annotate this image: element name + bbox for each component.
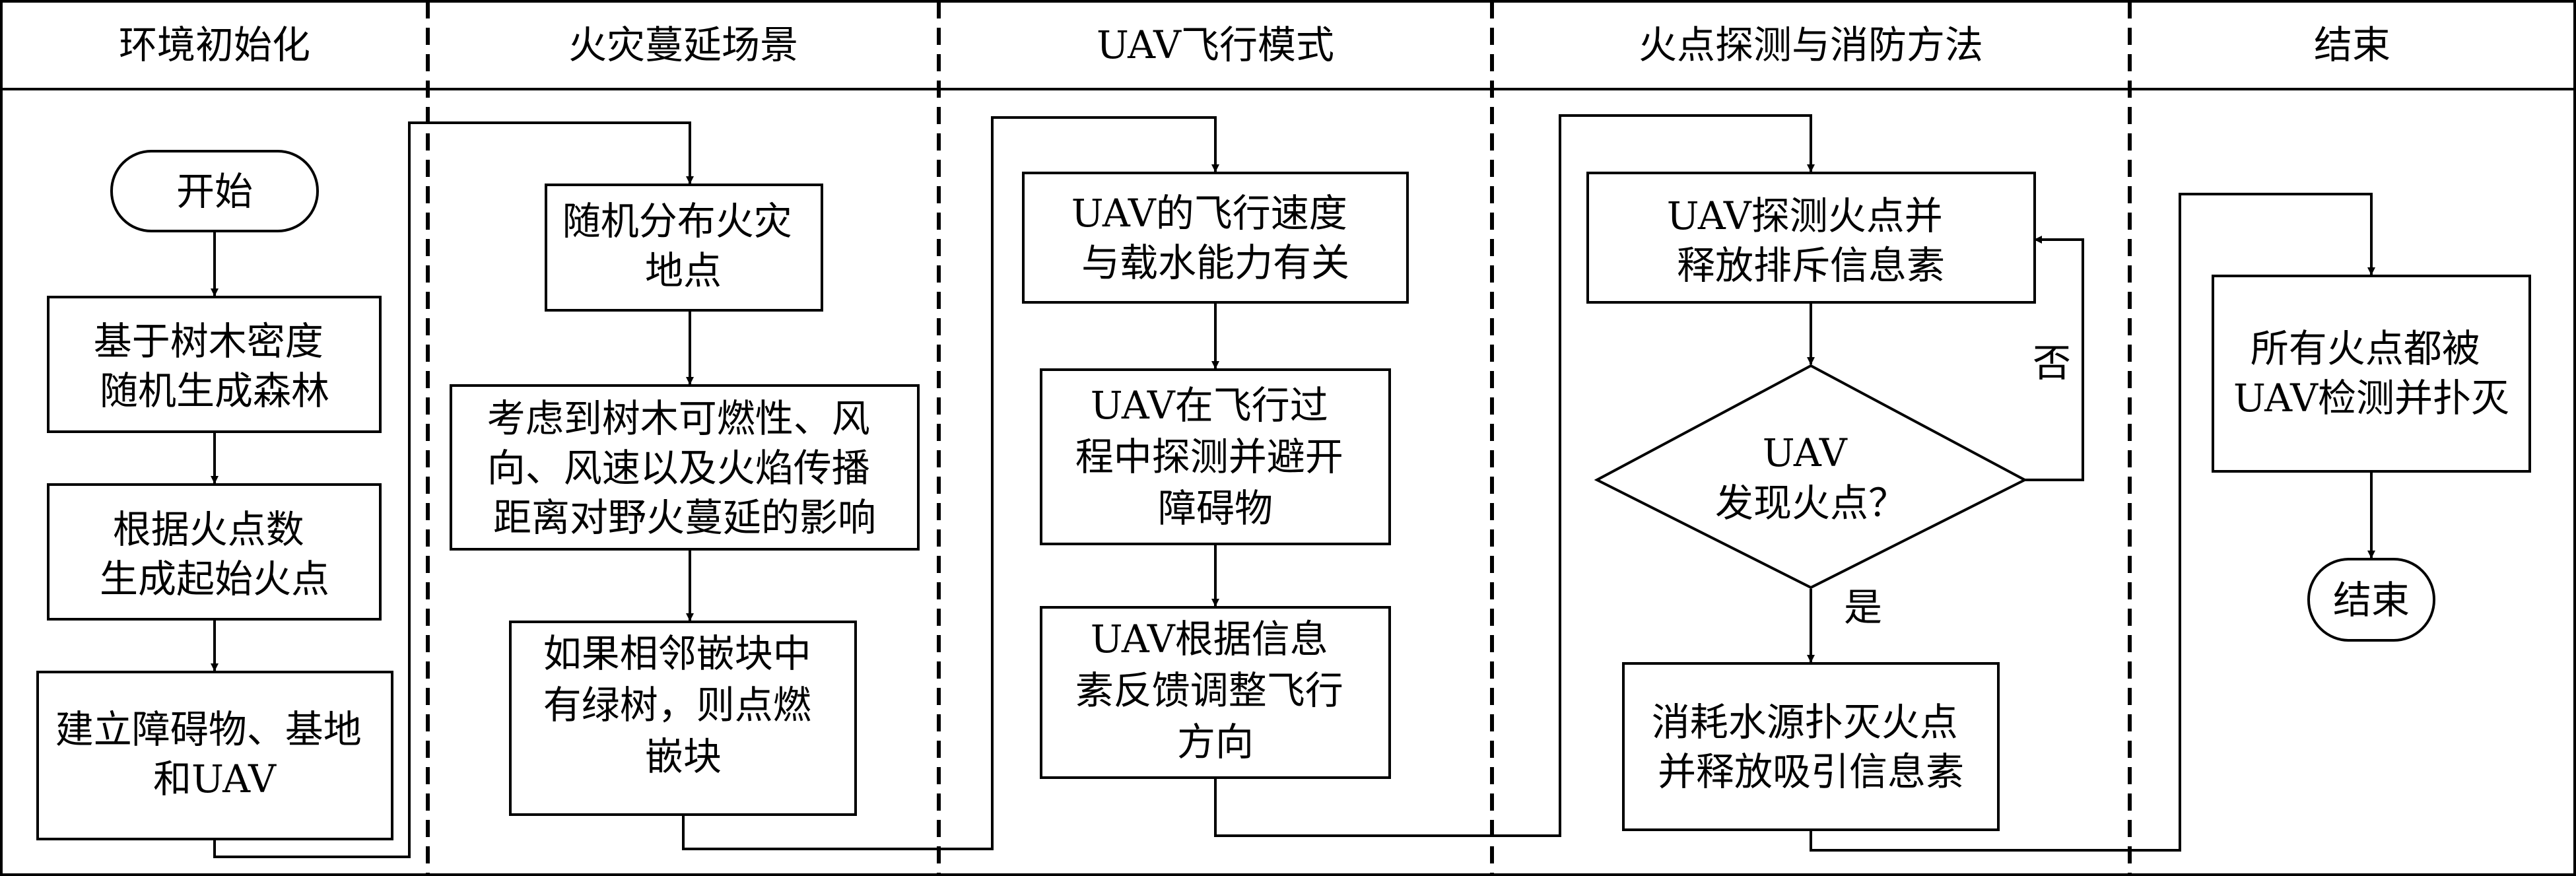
edge-label-yes: 是 [1844, 585, 1882, 630]
edge-found-fire-to-detect-repel-no [2025, 236, 2084, 481]
node-ignite-rule-line: 如果相邻嵌块中 [543, 631, 811, 676]
svg-text:消耗水源扑灭火点 并释放吸引信息素: 消耗水源扑灭火点 并释放吸引信息素 [1652, 700, 1970, 794]
svg-text:UAV 发现火点？: UAV 发现火点？ [1715, 430, 1907, 525]
process-box [36, 671, 393, 840]
node-speed-capacity: UAV的飞行速度 与载水能力有关 [1022, 172, 1409, 304]
node-ignite-rule-line: 嵌块 [645, 734, 722, 779]
node-spread-factors-line: 向、风速以及火焰传播 [487, 446, 870, 490]
lane-title-uav: UAV飞行模式 [1097, 22, 1334, 67]
edge-label-no: 否 [2033, 341, 2071, 386]
node-detect-repel-line: 释放排斥信息素 [1677, 243, 1945, 288]
node-spread-factors-line: 距离对野火蔓延的影响 [493, 495, 876, 540]
process-box [2212, 275, 2531, 473]
svg-text:建立障碍物、基地 和UAV: 建立障碍物、基地 和UAV [55, 707, 374, 801]
node-found-fire-line: 发现火点？ [1715, 481, 1907, 525]
node-gen-forest-line: 基于树木密度 [94, 319, 323, 364]
process-box [1040, 368, 1391, 545]
node-start-line: 开始 [176, 169, 253, 214]
node-start: 开始 [110, 150, 319, 232]
process-box [1622, 662, 2000, 831]
node-adjust-direction: UAV根据信息 素反馈调整飞行 方向 [1040, 606, 1391, 779]
process-box [1022, 172, 1409, 304]
svg-text:如果相邻嵌块中 有绿树，则点燃 嵌块: 如果相邻嵌块中 有绿树，则点燃 嵌块 [543, 631, 823, 779]
node-spread-factors: 考虑到树木可燃性、风 向、风速以及火焰传播 距离对野火蔓延的影响 [450, 384, 920, 551]
end-terminal-shape [2307, 558, 2435, 642]
edge-build-obstacles-to-random-fire [213, 121, 694, 858]
node-gen-ignition-line: 生成起始火点 [100, 556, 329, 601]
node-adjust-direction-line: 方向 [1177, 720, 1254, 764]
svg-text:根据火点数 生成起始火点: 根据火点数 生成起始火点 [100, 507, 329, 601]
process-box [545, 184, 823, 312]
node-build-obstacles-line: 建立障碍物、基地 [55, 707, 362, 752]
node-end-line: 结束 [2333, 578, 2410, 623]
edge-adjust-direction-to-detect-repel [1214, 114, 1815, 837]
node-detect-repel: UAV探测火点并 释放排斥信息素 [1586, 172, 2036, 304]
svg-text:开始: 开始 [176, 169, 253, 214]
node-speed-capacity-line: 与载水能力有关 [1081, 240, 1349, 285]
edges [211, 114, 2375, 858]
node-speed-capacity-line: UAV的飞行速度 [1071, 191, 1347, 236]
process-box [47, 296, 382, 433]
process-box [509, 621, 857, 816]
node-avoid-obstacles-line: 程中探测并避开 [1075, 434, 1343, 479]
node-build-obstacles: 建立障碍物、基地 和UAV [36, 671, 393, 840]
node-detect-repel-line: UAV探测火点并 [1667, 193, 1943, 238]
lane-title-fire: 火灾蔓延场景 [568, 22, 798, 67]
start-terminal-shape [110, 150, 319, 232]
lane-title-end: 结束 [2314, 22, 2390, 67]
svg-text:UAV的飞行速度 与载水能力有关: UAV的飞行速度 与载水能力有关 [1071, 191, 1359, 285]
node-end: 结束 [2307, 558, 2435, 642]
node-avoid-obstacles-line: UAV在飞行过 [1091, 383, 1328, 428]
node-ignite-rule: 如果相邻嵌块中 有绿树，则点燃 嵌块 [509, 621, 857, 816]
svg-text:考虑到树木可燃性、风 向、风速以及火焰传播: 考虑到树木可燃性、风 向、风速以及火焰传播 距离对野火蔓延的影响 [487, 396, 882, 540]
svg-text:UAV根据信息 素反馈调整飞行 方向: UAV根据信息 素反馈调整飞行 方向 [1075, 617, 1355, 764]
node-all-done-line: UAV检测并扑灭 [2233, 376, 2509, 421]
svg-text:基于树木密度 随机生成森林: 基于树木密度 随机生成森林 [94, 319, 335, 413]
decision-diamond [1594, 364, 2028, 590]
node-avoid-obstacles: UAV在飞行过 程中探测并避开 障碍物 [1040, 368, 1391, 545]
node-gen-ignition-line: 根据火点数 [113, 507, 304, 552]
node-all-done-line: 所有火点都被 [2251, 326, 2480, 371]
node-ignite-rule-line: 有绿树，则点燃 [543, 683, 811, 727]
svg-text:UAV在飞行过 程中探测并避开 障碍: UAV在飞行过 程中探测并避开 障碍物 [1075, 383, 1355, 531]
node-random-fire-line: 地点 [645, 248, 722, 293]
node-spread-factors-line: 考虑到树木可燃性、风 [487, 396, 870, 441]
node-gen-ignition: 根据火点数 生成起始火点 [47, 483, 382, 621]
node-random-fire: 随机分布火灾 地点 [545, 184, 823, 312]
node-gen-forest: 基于树木密度 随机生成森林 [47, 296, 382, 433]
node-all-done: 所有火点都被 UAV检测并扑灭 [2212, 275, 2531, 473]
node-adjust-direction-line: UAV根据信息 [1091, 617, 1328, 661]
node-extinguish-line: 并释放吸引信息素 [1658, 749, 1964, 794]
node-random-fire-line: 随机分布火灾 [562, 199, 792, 244]
svg-text:随机分布火灾 地点: 随机分布火灾 地点 [562, 199, 804, 293]
svg-text:UAV探测火点并 释放排斥信息素: UAV探测火点并 释放排斥信息素 [1667, 193, 1955, 288]
lane-title-env: 环境初始化 [119, 22, 310, 67]
node-extinguish: 消耗水源扑灭火点 并释放吸引信息素 [1622, 662, 2000, 831]
process-box [1040, 606, 1391, 779]
process-box [450, 384, 920, 551]
process-box [1586, 172, 2036, 304]
node-gen-forest-line: 随机生成森林 [100, 368, 329, 413]
node-found-fire: UAV 发现火点？ [1594, 364, 2028, 590]
process-box [47, 483, 382, 621]
edge-extinguish-to-all-done [1810, 193, 2375, 852]
edge-ignite-rule-to-speed-capacity [682, 116, 1219, 850]
node-avoid-obstacles-line: 障碍物 [1158, 486, 1273, 531]
svg-text:结束: 结束 [2333, 578, 2410, 623]
lane-title-detect: 火点探测与消防方法 [1639, 22, 1983, 67]
node-adjust-direction-line: 素反馈调整飞行 [1075, 668, 1343, 713]
node-build-obstacles-line: 和UAV [153, 757, 277, 801]
node-extinguish-line: 消耗水源扑灭火点 [1652, 700, 1958, 745]
node-found-fire-line: UAV [1763, 430, 1848, 475]
svg-text:所有火点都被 UAV检测并扑灭: 所有火点都被 UAV检测并扑灭 [2233, 326, 2509, 421]
